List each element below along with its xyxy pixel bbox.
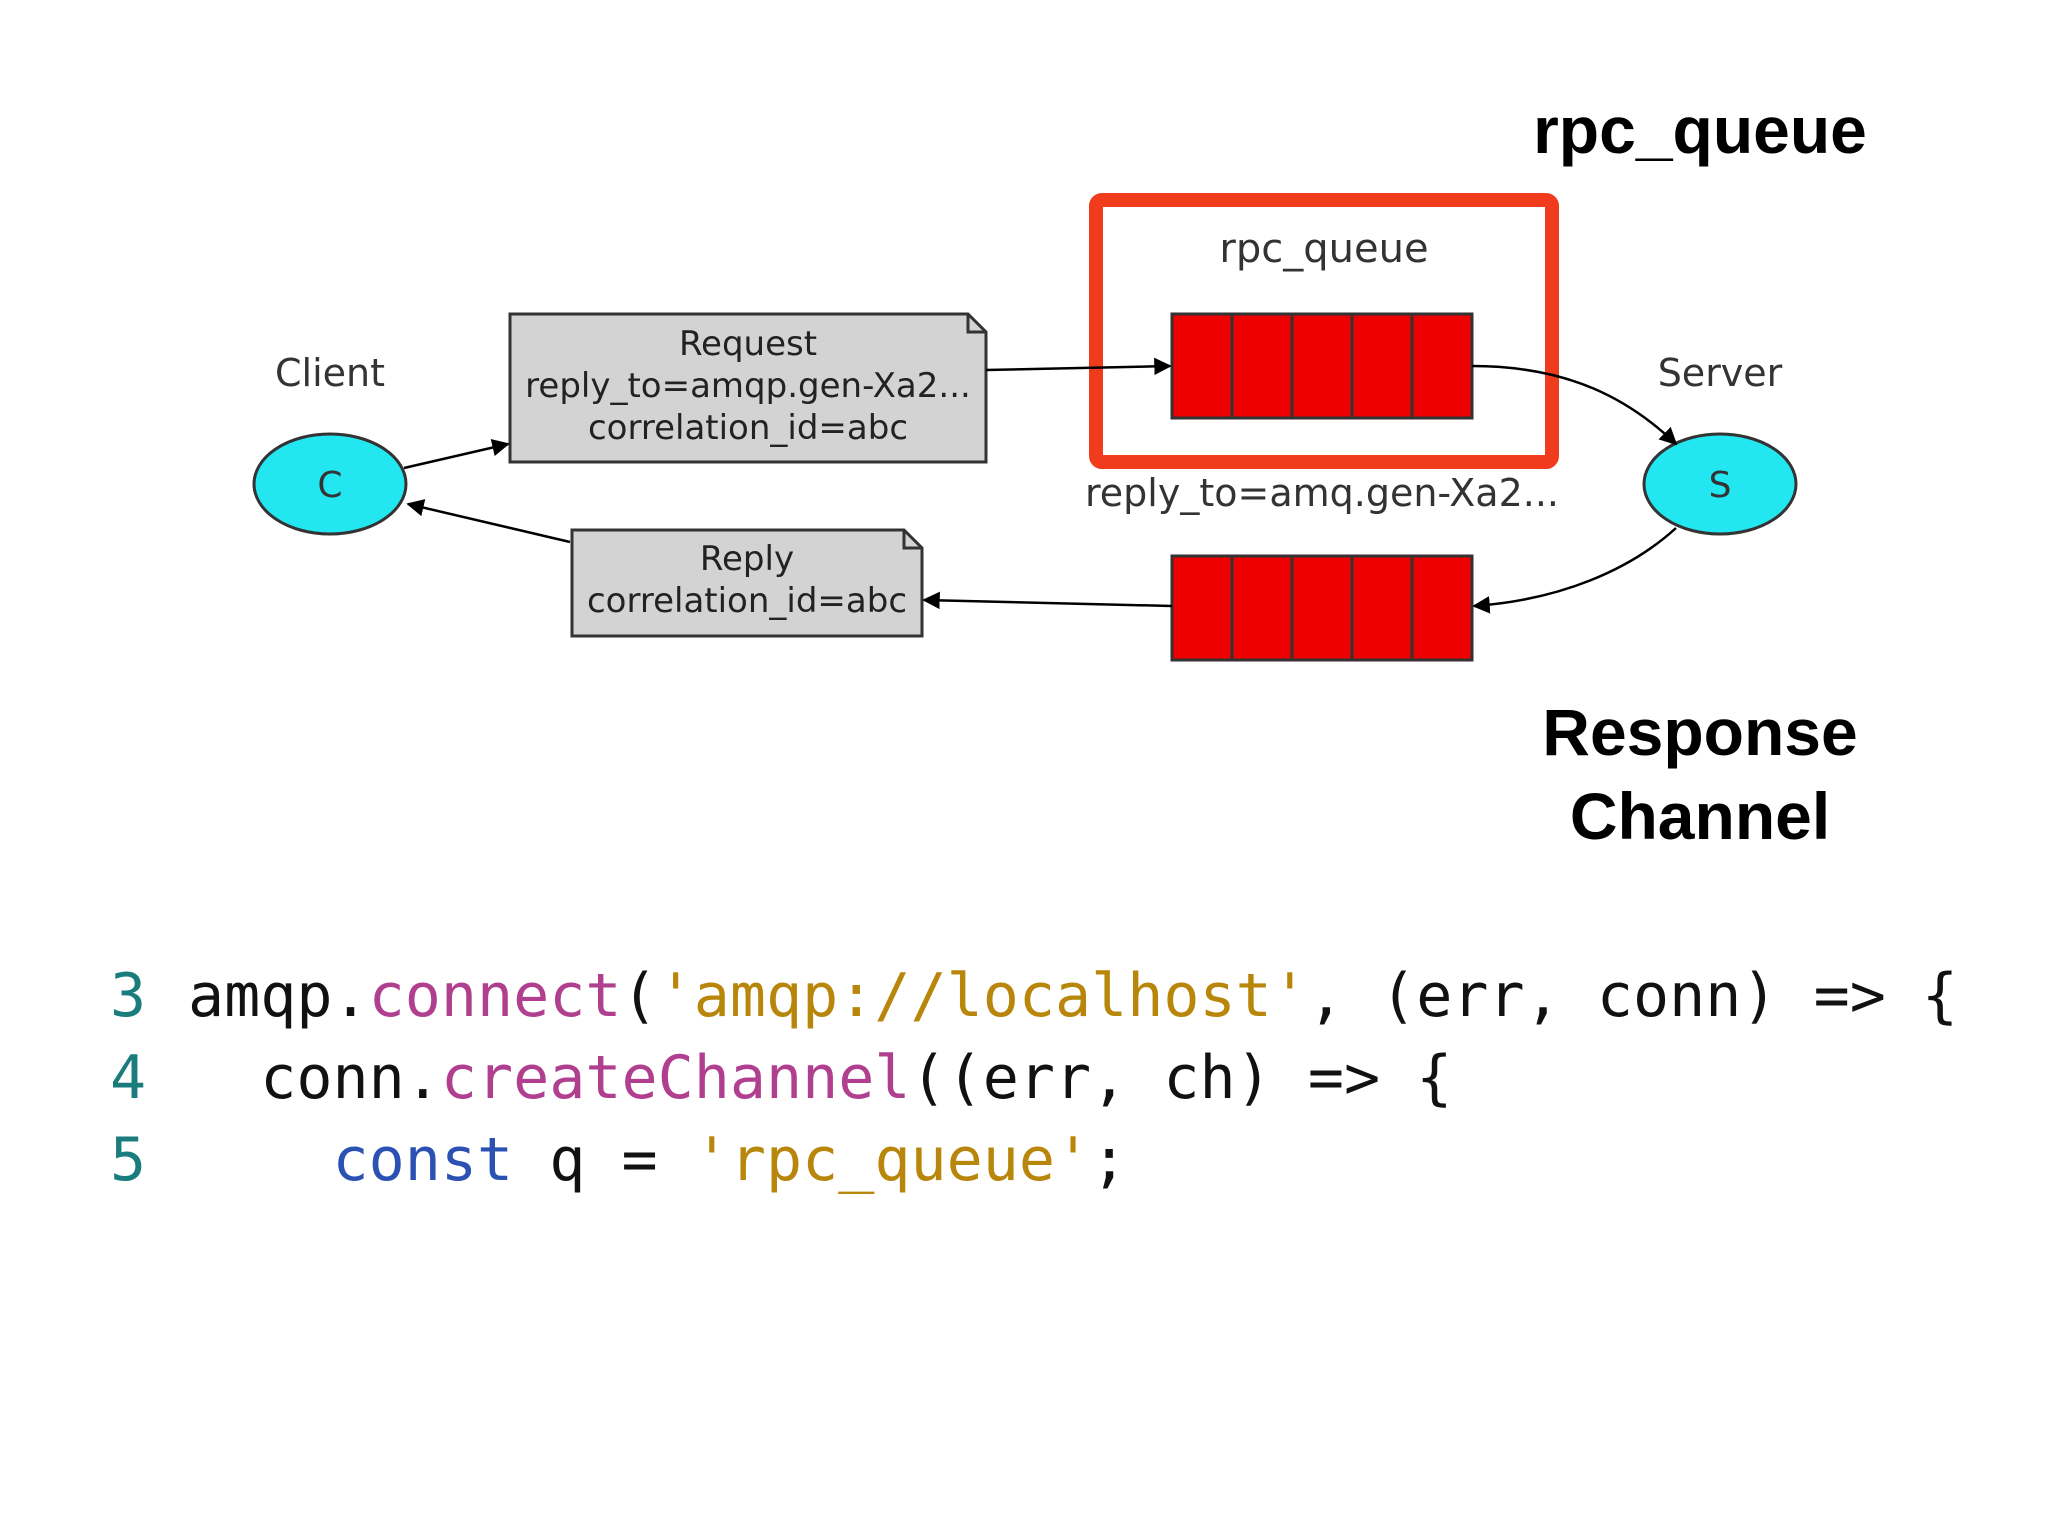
server-node-letter: S [1709, 465, 1732, 506]
arrow-client-to-request [403, 439, 510, 470]
rpc-queue-label: rpc_queue [1219, 226, 1428, 272]
arrow-queue-to-server [1471, 364, 1678, 446]
arrow-note-to-client [406, 499, 571, 544]
arrow-reply-queue-to-note [922, 591, 1173, 610]
code-token: amqp. [188, 961, 369, 1031]
client-node-letter: C [317, 465, 342, 506]
code-token: q = [513, 1125, 694, 1195]
code-token: ( [621, 961, 658, 1031]
line-number: 5 [110, 1125, 147, 1195]
code-function: connect [368, 961, 622, 1031]
rpc-queue-callout: rpc_queue [1533, 93, 1867, 167]
client-label: Client [275, 351, 385, 395]
code-line: 4 conn.createChannel((err, ch) => { [110, 1037, 1958, 1119]
reply-note-title: Reply [700, 539, 794, 579]
code-keyword: const [332, 1125, 514, 1195]
server-node [1642, 432, 1798, 536]
line-number: 4 [110, 1043, 147, 1113]
code-token: conn. [260, 1043, 441, 1113]
reply-note: Reply correlation_id=abc [570, 528, 924, 638]
response-callout-line1: Response [1542, 695, 1858, 769]
code-function: createChannel [440, 1043, 911, 1113]
server-label: Server [1658, 351, 1783, 395]
request-note-title: Request [679, 324, 817, 364]
code-snippet: 3 amqp.connect('amqp://localhost', (err, … [110, 955, 1958, 1201]
request-note: Request reply_to=amqp.gen-Xa2... correla… [508, 312, 988, 464]
code-token: , (err, conn) => { [1307, 961, 1959, 1031]
code-string: 'amqp://localhost' [657, 961, 1308, 1031]
request-note-reply-to: reply_to=amqp.gen-Xa2... [525, 366, 971, 406]
line-number: 3 [110, 961, 147, 1031]
code-line: 3 amqp.connect('amqp://localhost', (err, … [110, 955, 1958, 1037]
code-string: 'rpc_queue' [693, 1125, 1092, 1195]
arrow-server-to-reply-queue [1472, 527, 1677, 614]
response-channel-callout: Response Channel [1480, 690, 1920, 858]
code-token: ((err, ch) => { [910, 1043, 1453, 1113]
reply-queue-label: reply_to=amq.gen-Xa2... [1085, 471, 1559, 515]
code-token: ; [1091, 1125, 1128, 1195]
reply-note-correlation: correlation_id=abc [587, 581, 907, 621]
reply-queue [1170, 554, 1474, 662]
rpc-queue-highlight [1089, 193, 1559, 469]
arrow-request-to-queue [985, 357, 1172, 376]
request-note-correlation: correlation_id=abc [588, 408, 908, 448]
client-node [252, 432, 408, 536]
response-callout-line2: Channel [1569, 779, 1831, 853]
request-queue [1170, 312, 1474, 420]
code-line: 5 const q = 'rpc_queue'; [110, 1119, 1958, 1201]
